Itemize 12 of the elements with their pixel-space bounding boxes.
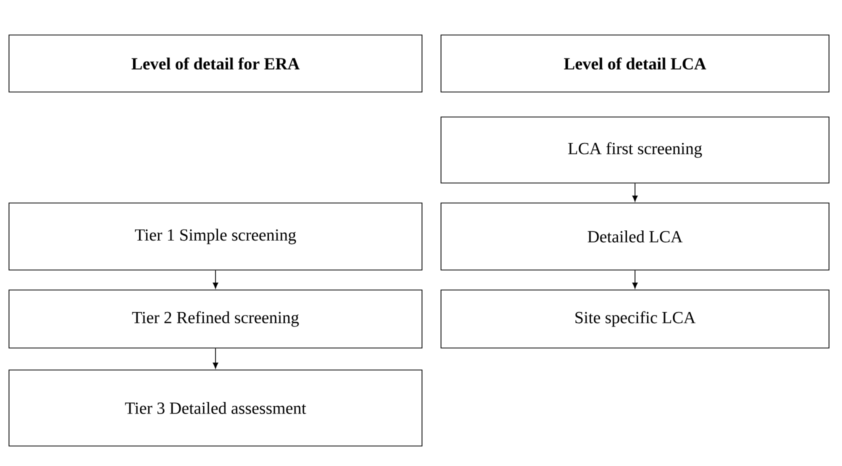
process-box: Detailed LCA <box>440 202 830 270</box>
process-box: Tier 2 Refined screening <box>8 290 422 348</box>
process-box: Tier 1 Simple screening <box>8 202 422 270</box>
process-box: Site specific LCA <box>440 290 830 348</box>
arrow <box>212 348 218 369</box>
header-box: Level of detail LCA <box>440 34 830 92</box>
process-box: LCA first screening <box>440 116 830 184</box>
arrow <box>212 270 218 289</box>
arrow <box>632 270 638 289</box>
header-box: Level of detail for ERA <box>8 34 422 92</box>
arrow <box>632 182 638 202</box>
process-box: Tier 3 Detailed assessment <box>8 370 422 446</box>
